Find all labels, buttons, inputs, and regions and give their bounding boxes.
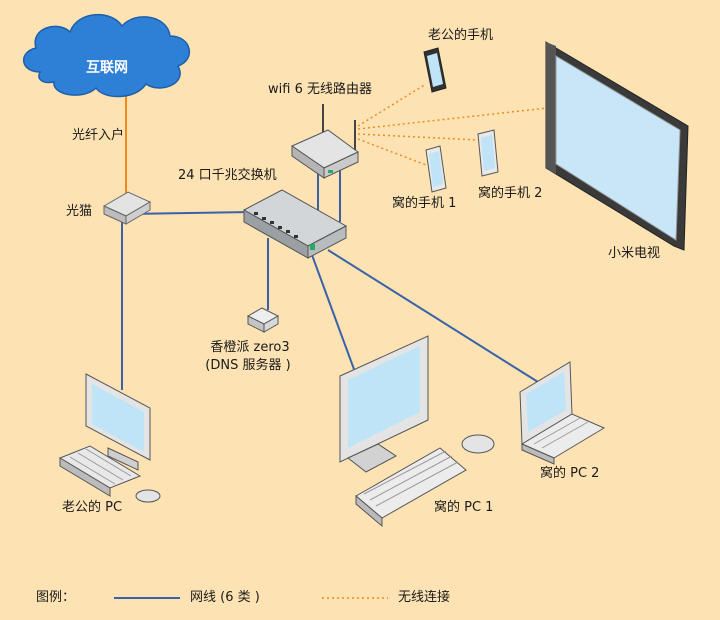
wife-phone-2-label: 窝的手机 2 bbox=[478, 186, 543, 201]
router-label: wifi 6 无线路由器 bbox=[268, 82, 372, 97]
wifi-wife-phone-1 bbox=[357, 138, 427, 166]
wifi-husband-phone bbox=[357, 83, 427, 127]
tv-icon bbox=[545, 41, 689, 251]
wire-switch-wife-pc-1 bbox=[311, 254, 356, 373]
wife-phone-1-icon bbox=[425, 145, 447, 193]
modem-label: 光猫 bbox=[66, 204, 93, 219]
wife-pc-1-icon bbox=[339, 335, 495, 528]
wifi-tv bbox=[357, 107, 548, 130]
wife-pc-2-icon bbox=[519, 361, 606, 465]
wireless-connections bbox=[357, 83, 548, 166]
wife-pc-2-label: 窝的 PC 2 bbox=[540, 466, 600, 481]
internet-label: 互联网 bbox=[86, 60, 128, 76]
husband-phone-icon bbox=[423, 47, 447, 93]
modem-icon bbox=[102, 191, 152, 225]
internet-cloud-icon bbox=[23, 13, 191, 98]
orangepi-role-label: (DNS 服务器 ) bbox=[205, 358, 291, 373]
legend-title: 图例： bbox=[36, 590, 76, 605]
wife-pc-1-label: 窝的 PC 1 bbox=[434, 500, 494, 515]
switch-icon bbox=[242, 189, 348, 259]
wife-phone-1-label: 窝的手机 1 bbox=[392, 196, 457, 211]
legend-wireless-label: 无线连接 bbox=[398, 590, 451, 605]
orangepi-label: 香橙派 zero3 bbox=[210, 340, 290, 355]
wired-connections bbox=[121, 170, 539, 390]
fiber-label: 光纤入户 bbox=[72, 128, 125, 143]
wifi-wife-phone-2 bbox=[357, 133, 479, 141]
husband-phone-label: 老公的手机 bbox=[428, 28, 494, 43]
orangepi-icon bbox=[246, 307, 280, 333]
legend-wired-label: 网线 (6 类 ) bbox=[190, 590, 260, 605]
switch-label: 24 口千兆交换机 bbox=[178, 168, 277, 183]
husband-pc-label: 老公的 PC bbox=[62, 500, 123, 515]
router-icon bbox=[290, 104, 359, 179]
wire-switch-wife-pc-2 bbox=[327, 249, 539, 383]
wife-phone-2-icon bbox=[477, 129, 499, 177]
tv-label: 小米电视 bbox=[608, 246, 661, 261]
husband-pc-icon bbox=[58, 373, 161, 503]
